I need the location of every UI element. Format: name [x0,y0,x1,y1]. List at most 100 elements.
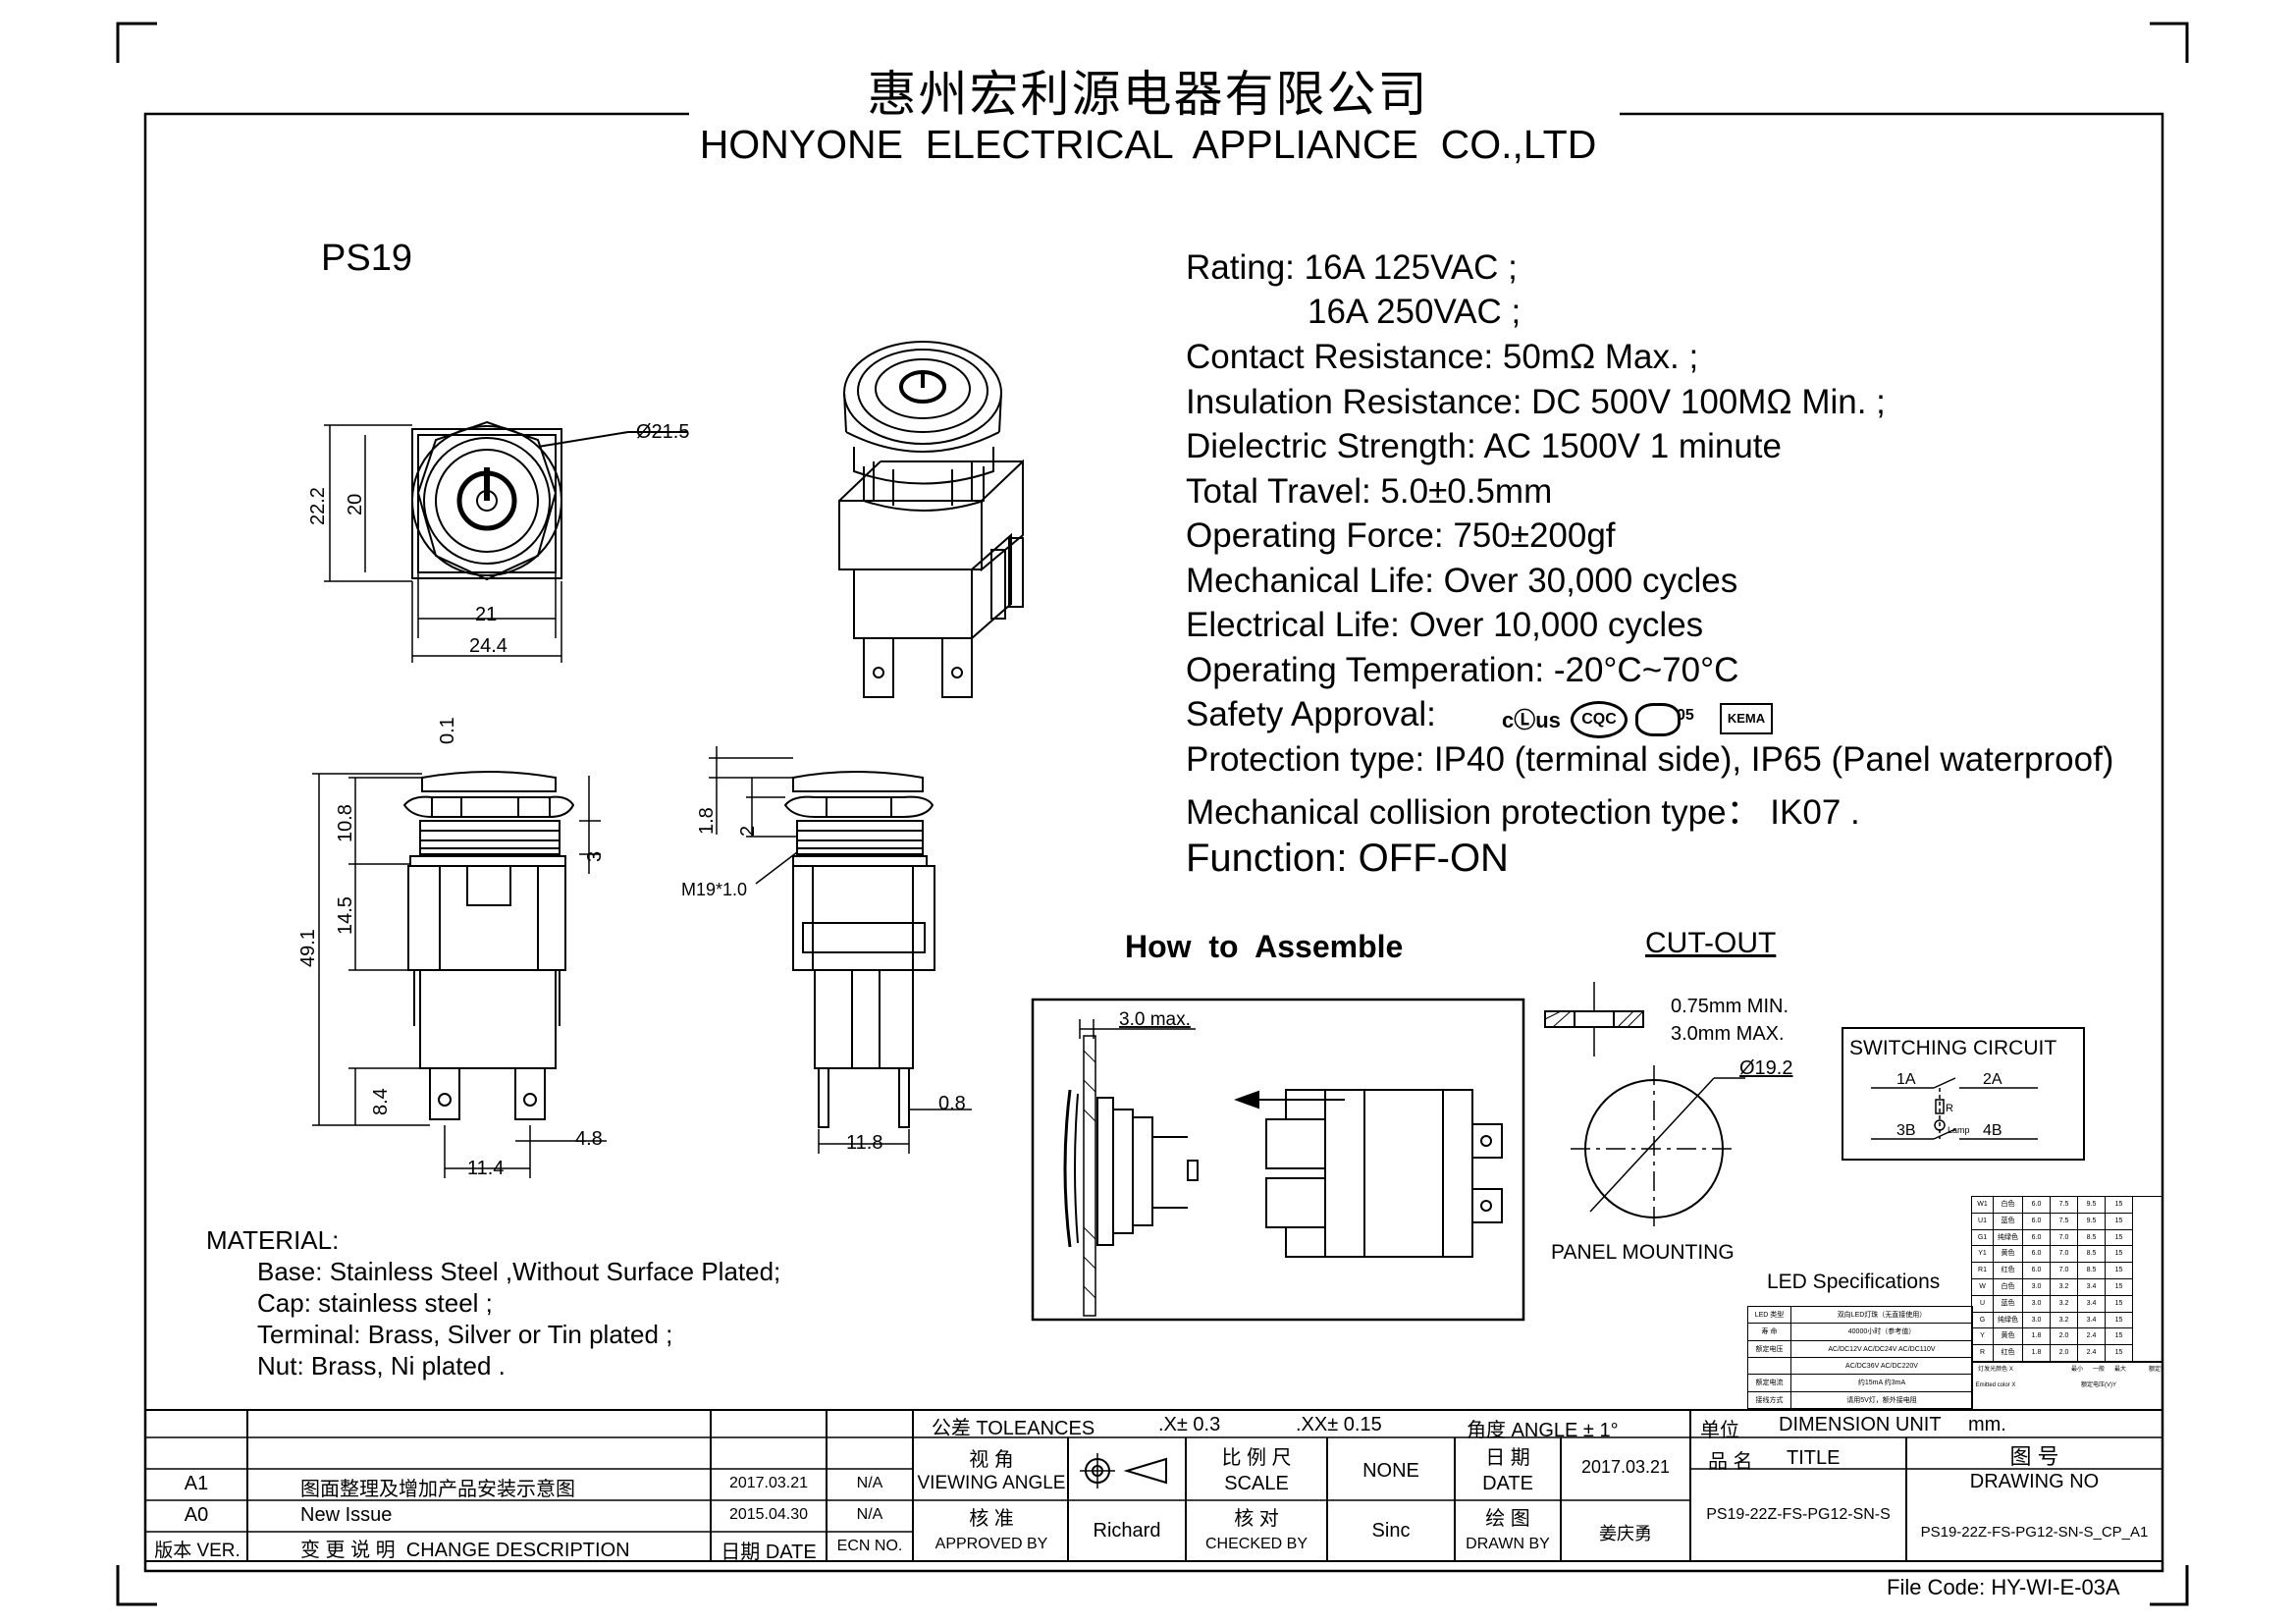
led-info-value: 约15mA 约3mA [1791,1375,1972,1392]
ce-mark-logo [1635,703,1681,736]
led-color-cell: 8.5 [2078,1229,2106,1247]
dim-2: 2 [737,826,759,837]
dim-20: 20 [345,494,366,515]
tb-date-val: 2017.03.21 [1580,1457,1671,1477]
led-color-cell: 纯绿色 [1994,1312,2023,1329]
tb-date-en: DATE [1482,1473,1533,1494]
tb-drawing-en: DRAWING NO [1969,1471,2100,1492]
tb-title-val: PS19-22Z-FS-PG12-SN-S [1706,1506,1891,1523]
spec-mech-life: Mechanical Life: Over 30,000 cycles [1186,562,1738,600]
led-color-cell: 3.4 [2078,1295,2106,1313]
assemble-max-label: 3.0 max. [1119,1009,1191,1030]
led-color-cell: 白色 [1994,1197,2023,1214]
led-color-cell: U1 [1972,1213,1994,1230]
tb-approved-val: Richard [1093,1520,1161,1542]
circuit-3b: 3B [1896,1122,1916,1139]
dim-21: 21 [475,604,497,625]
tb-rev-a1-desc: 图面整理及增加产品安装示意图 [300,1479,575,1500]
cqc-logo: CQC [1571,701,1628,738]
led-color-cell: 15 [2106,1328,2133,1346]
led-color-cell: 7.0 [2051,1263,2078,1279]
led-foot-cell: 额定电压(V)Y [2080,1382,2116,1388]
dim-0-1: 0.1 [437,717,458,744]
led-color-cell: 3.2 [2051,1279,2078,1296]
led-info-value: AC/DC12V AC/DC24V AC/DC110V [1791,1341,1972,1358]
file-code: File Code: HY-WI-E-03A [1887,1575,2120,1599]
led-color-cell: 3.2 [2051,1312,2078,1329]
led-color-cell: 1.8 [2023,1328,2051,1346]
dim-3: 3 [584,851,606,862]
led-info-key: 额定电压 [1748,1340,1791,1358]
tb-scale-en: SCALE [1224,1473,1289,1494]
tb-tol-xx: .XX± 0.15 [1296,1414,1382,1435]
led-color-cell: 8.5 [2078,1263,2106,1279]
led-info-value: 40000小时（参考值） [1791,1324,1972,1341]
spec-travel: Total Travel: 5.0±0.5mm [1186,472,1553,511]
tb-ver-label: 版本 VER. [154,1541,240,1561]
led-color-cell: 黄色 [1994,1328,2023,1346]
led-color-cell: 6.0 [2023,1246,2051,1264]
cutout-caption: PANEL MOUNTING [1551,1241,1735,1264]
dim-1-8: 1.8 [696,807,718,835]
circuit-lamp: Lamp [1948,1125,1970,1135]
led-info-value: 请用5V灯，额外接电阻 [1791,1392,1972,1409]
led-color-cell: 15 [2106,1312,2133,1329]
tb-unit-en: DIMENSION UNIT mm. [1779,1414,2006,1435]
tb-view-en: VIEWING ANGLE [917,1473,1066,1493]
led-foot-cell: 额定电流(mA) [2149,1367,2163,1373]
assemble-title: How to Assemble [1125,929,1404,964]
led-color-cell: 3.0 [2023,1312,2051,1329]
led-color-cell: 9.5 [2078,1197,2106,1214]
tb-rev-a0-ecn: N/A [856,1506,883,1523]
dim-14-5: 14.5 [335,896,356,935]
led-color-cell: 纯绿色 [1994,1229,2023,1247]
circuit-1a: 1A [1896,1071,1916,1088]
spec-rating-2: 16A 250VAC ; [1308,293,1522,331]
assemble-diagram: 3.0 max. [1031,998,1525,1322]
tb-drawn-cn: 绘 图 [1485,1508,1530,1530]
tb-scale-val: NONE [1362,1460,1419,1482]
led-foot-cell: 最大 [2113,1367,2126,1373]
tb-approved-en: APPROVED BY [934,1536,1048,1552]
led-color-cell: Y1 [1972,1246,1994,1264]
tb-drawn-val: 姜庆勇 [1599,1524,1652,1543]
led-color-cell: 红色 [1994,1263,2023,1279]
tb-rev-a0-desc: New Issue [300,1504,393,1526]
tb-title-en: TITLE [1787,1447,1841,1469]
tb-drawn-en: DRAWN BY [1466,1536,1550,1552]
led-color-cell: 白色 [1994,1279,2023,1296]
cutout-min: 0.75mm MIN. [1671,996,1789,1017]
ul-logo: cⓁus [1502,708,1561,732]
led-color-cell: 15 [2106,1213,2133,1230]
cutout-max: 3.0mm MAX. [1671,1023,1785,1045]
led-info-value: 双向LED灯珠（无直接使用） [1791,1307,1972,1325]
led-color-cell: 蓝色 [1994,1295,2023,1313]
company-name-cn: 惠州宏利源电器有限公司 [867,66,1429,123]
led-color-cell: 15 [2106,1229,2133,1247]
led-color-cell: 15 [2106,1197,2133,1214]
dim-24-4: 24.4 [469,635,507,657]
cutout-title: CUT-OUT [1645,927,1777,959]
led-color-cell: Y [1972,1328,1994,1346]
led-color-cell: 15 [2106,1246,2133,1264]
tb-tolerances: 公差 TOLEANCES [931,1418,1095,1439]
top-view [324,420,687,663]
dim-dia-21-5: Ø21.5 [636,421,689,443]
cutout-diagram: Ø19.2 [1544,982,1792,1232]
led-info-key: 额定电流 [1748,1375,1791,1392]
cutout-dia: Ø19.2 [1739,1057,1792,1079]
dim-22-2: 22.2 [307,487,329,525]
led-color-cell: 15 [2106,1263,2133,1279]
spec-protection: Protection type: IP40 (terminal side), I… [1186,740,2114,779]
tb-checked-en: CHECKED BY [1204,1536,1308,1552]
tb-date-label: 日期 DATE [721,1542,817,1563]
led-color-cell: 15 [2106,1295,2133,1313]
kema-logo: KEMA [1720,703,1773,734]
tb-view-cn: 视 角 [969,1449,1014,1471]
led-color-cell: 3.0 [2023,1279,2051,1296]
tb-angle: 角度 ANGLE ± 1° [1467,1420,1619,1441]
company-name-en: HONYONE ELECTRICAL APPLIANCE CO.,LTD [699,122,1597,167]
led-color-cell: 7.5 [2051,1197,2078,1214]
